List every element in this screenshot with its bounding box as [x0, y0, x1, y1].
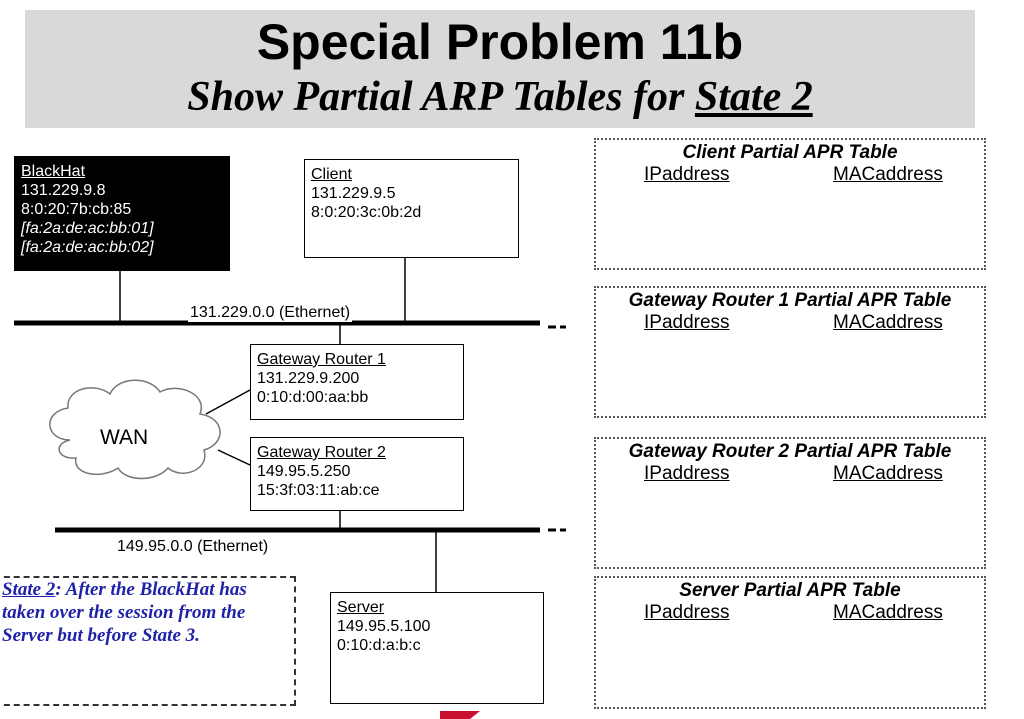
title-band	[25, 10, 975, 128]
gw2-arp-title: Gateway Router 2 Partial APR Table	[628, 441, 952, 462]
gateway-router-1-box: Gateway Router 1 131.229.9.200 0:10:d:00…	[250, 344, 464, 420]
blackhat-name: BlackHat	[21, 163, 86, 180]
blackhat-mac: 8:0:20:7b:cb:85	[21, 201, 132, 218]
wan-cloud-icon	[49, 379, 221, 480]
client-arp-col-mac: MACaddress	[833, 164, 943, 185]
state-note-state: State 2	[2, 579, 56, 600]
gw1-arp-col-ip: IPaddress	[644, 312, 730, 333]
state-note: State 2: After the BlackHat has taken ov…	[0, 576, 296, 706]
server-arp-col-ip: IPaddress	[644, 602, 730, 623]
wan-gw1-link	[205, 389, 251, 415]
gw1-arp-title: Gateway Router 1 Partial APR Table	[628, 290, 952, 311]
client-host-box: Client 131.229.9.5 8:0:20:3c:0b:2d	[304, 159, 519, 258]
client-name: Client	[311, 166, 352, 183]
client-arp-title: Client Partial APR Table	[682, 142, 898, 163]
blackhat-alt-mac-2: [fa:2a:de:ac:bb:02]	[21, 239, 154, 256]
gw2-arp-table: Gateway Router 2 Partial APR Table IPadd…	[594, 437, 986, 569]
gw2-name: Gateway Router 2	[257, 444, 386, 461]
subtitle-prefix: Show Partial ARP Tables for	[187, 74, 695, 120]
blackhat-alt-mac-1: [fa:2a:de:ac:bb:01]	[21, 220, 154, 237]
server-name: Server	[337, 599, 385, 616]
page-title: Special Problem 11b	[256, 14, 744, 70]
gw1-arp-table: Gateway Router 1 Partial APR Table IPadd…	[594, 286, 986, 418]
server-arp-title: Server Partial APR Table	[679, 580, 901, 601]
state-note-text: : After the BlackHat has taken over the …	[2, 579, 247, 646]
gw1-name: Gateway Router 1	[257, 351, 386, 368]
gw2-arp-col-ip: IPaddress	[644, 463, 730, 484]
university-logo	[440, 711, 480, 719]
server-arp-table: Server Partial APR Table IPaddress MACad…	[594, 576, 986, 709]
client-ip: 131.229.9.5	[311, 185, 396, 202]
wan-label: WAN	[100, 426, 149, 449]
server-host-box: Server 149.95.5.100 0:10:d:a:b:c	[330, 592, 544, 704]
server-ip: 149.95.5.100	[337, 618, 431, 635]
bottom-network-label: 149.95.0.0 (Ethernet)	[115, 538, 271, 556]
page-subtitle: Show Partial ARP Tables for State 2	[25, 70, 975, 124]
server-mac: 0:10:d:a:b:c	[337, 637, 421, 654]
gw2-ip: 149.95.5.250	[257, 463, 351, 480]
top-network-label: 131.229.0.0 (Ethernet)	[188, 304, 353, 322]
gateway-router-2-box: Gateway Router 2 149.95.5.250 15:3f:03:1…	[250, 437, 464, 511]
wan-gw2-link	[217, 449, 251, 466]
gw1-ip: 131.229.9.200	[257, 370, 360, 387]
client-arp-table: Client Partial APR Table IPaddress MACad…	[594, 138, 986, 270]
blackhat-host-box: BlackHat 131.229.9.8 8:0:20:7b:cb:85 [fa…	[14, 156, 230, 271]
client-mac: 8:0:20:3c:0b:2d	[311, 204, 422, 221]
gw2-mac: 15:3f:03:11:ab:ce	[257, 482, 380, 499]
blackhat-ip: 131.229.9.8	[21, 182, 106, 199]
gw1-arp-col-mac: MACaddress	[833, 312, 943, 333]
server-arp-col-mac: MACaddress	[833, 602, 943, 623]
subtitle-state: State 2	[694, 74, 813, 120]
client-arp-col-ip: IPaddress	[644, 164, 730, 185]
gw1-mac: 0:10:d:00:aa:bb	[257, 389, 369, 406]
gw2-arp-col-mac: MACaddress	[833, 463, 943, 484]
